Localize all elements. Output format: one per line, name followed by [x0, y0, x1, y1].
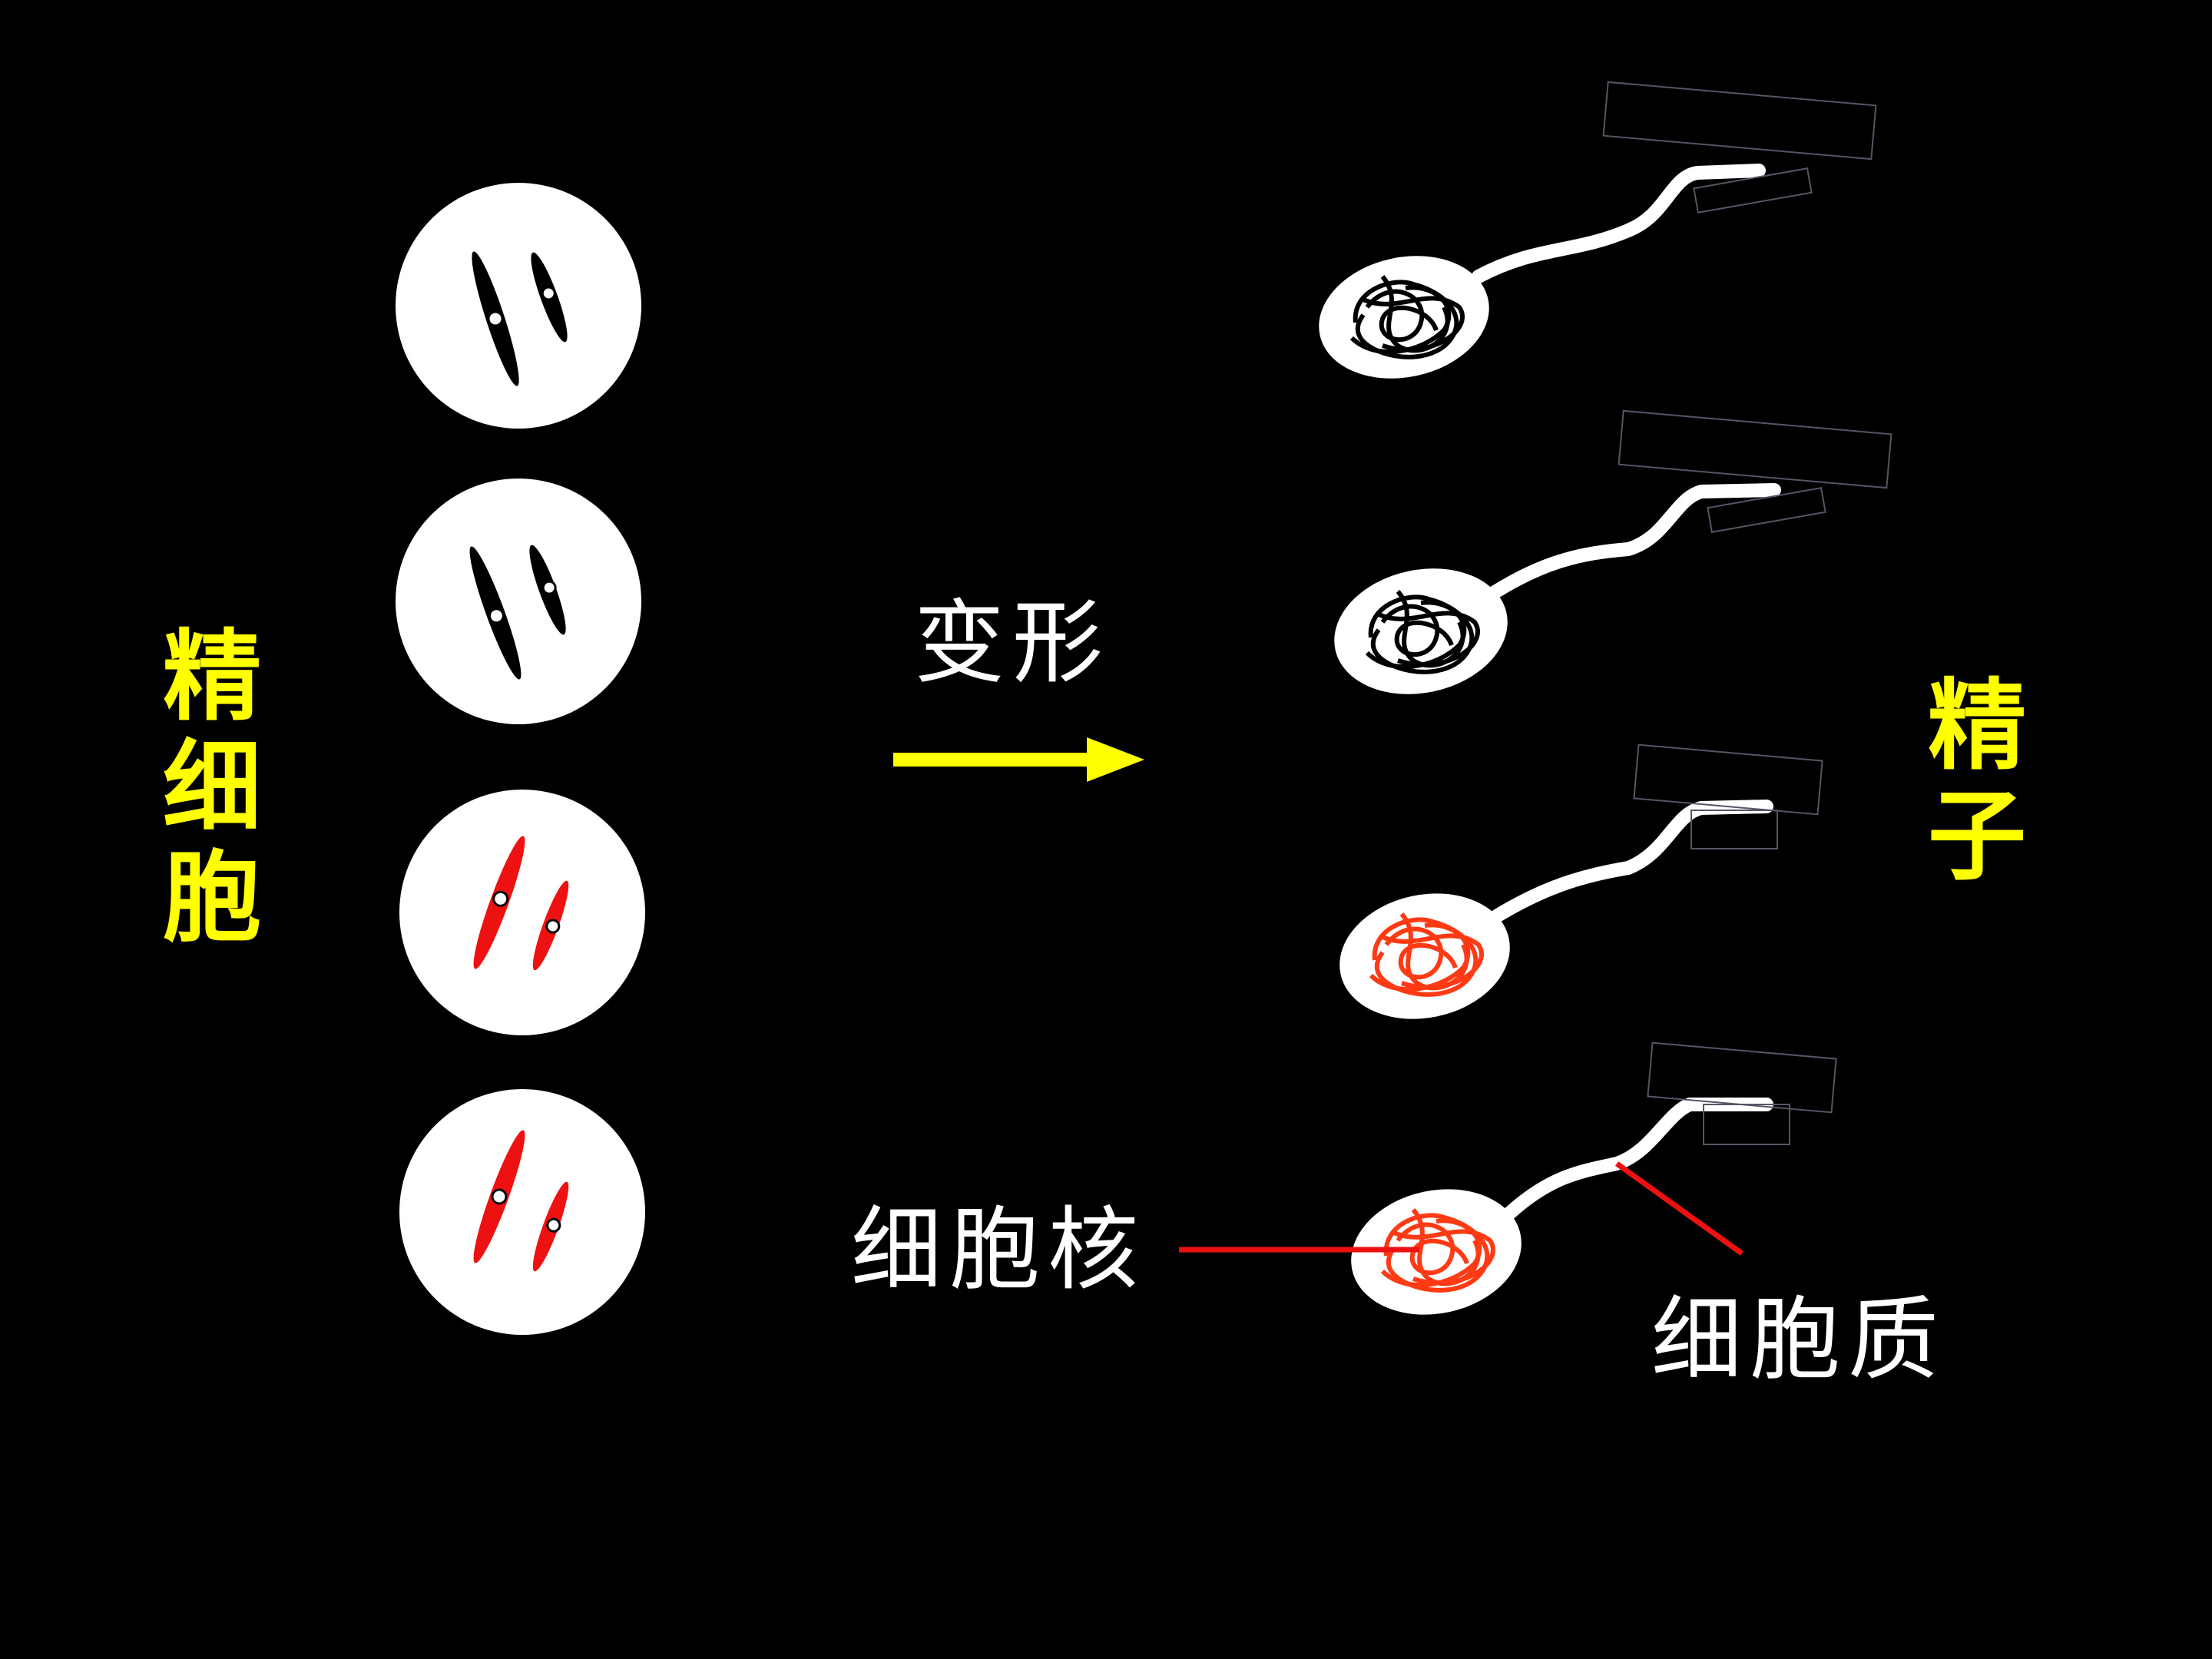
nucleus-label: 细胞核 — [851, 1197, 1147, 1303]
sperm-head — [1351, 1189, 1522, 1315]
annotation-box-small — [1707, 487, 1826, 533]
annotation-box — [1602, 81, 1877, 161]
sperm-tail — [1483, 483, 1781, 602]
sperm-tail — [1472, 164, 1766, 283]
spermatid-label: 精 细 胞 — [163, 628, 261, 960]
spermatid-label-char-2: 细 — [163, 730, 262, 845]
nucleus-black — [1365, 590, 1480, 674]
sperm-tail — [1502, 1098, 1773, 1220]
annotation-box — [1618, 409, 1892, 489]
sperm-head — [1334, 568, 1508, 694]
spermatid-label-char-3: 胞 — [163, 841, 262, 955]
nucleus-red — [1369, 912, 1484, 997]
spermatid-cell-4 — [399, 1089, 645, 1335]
sperm-head — [1339, 893, 1510, 1019]
sperm-label-char-1: 精 — [1928, 669, 2027, 783]
chromosome-long — [473, 836, 525, 969]
sperm-label-char-2: 子 — [1928, 780, 2027, 894]
nucleus-black — [1349, 275, 1465, 359]
sperm-label: 精 子 — [1928, 677, 2026, 899]
sperm-tail — [1487, 800, 1773, 925]
sperm-head — [1319, 256, 1489, 379]
chromosome-long — [472, 251, 519, 386]
chromosome-short — [532, 1181, 569, 1272]
annotation-box-small — [1693, 167, 1813, 214]
annotation-box — [1633, 743, 1823, 816]
spermatid-cell-2 — [396, 478, 641, 724]
chromosome-short — [531, 252, 568, 343]
chromosome-long — [469, 546, 522, 680]
right-arrow-icon — [893, 737, 1144, 782]
sperm-3 — [1339, 743, 1823, 1019]
nucleus-red — [1380, 1208, 1495, 1293]
chromosome-short — [532, 880, 569, 971]
annotation-box-small — [1703, 1104, 1790, 1145]
sperm-2 — [1334, 409, 1892, 694]
chromosome-long — [473, 1130, 525, 1263]
spermatid-cell-3 — [399, 790, 645, 1035]
annotation-box-small — [1690, 810, 1778, 849]
spermatid-label-char-1: 精 — [163, 620, 262, 734]
transform-label: 变形 — [914, 590, 1111, 696]
chromosome-short — [529, 545, 566, 635]
spermatid-cell-1 — [396, 183, 641, 429]
sperm-1 — [1319, 81, 1877, 379]
cytoplasm-label: 细胞质 — [1651, 1286, 1947, 1392]
cytoplasm-pointer-line — [1614, 1161, 1744, 1256]
